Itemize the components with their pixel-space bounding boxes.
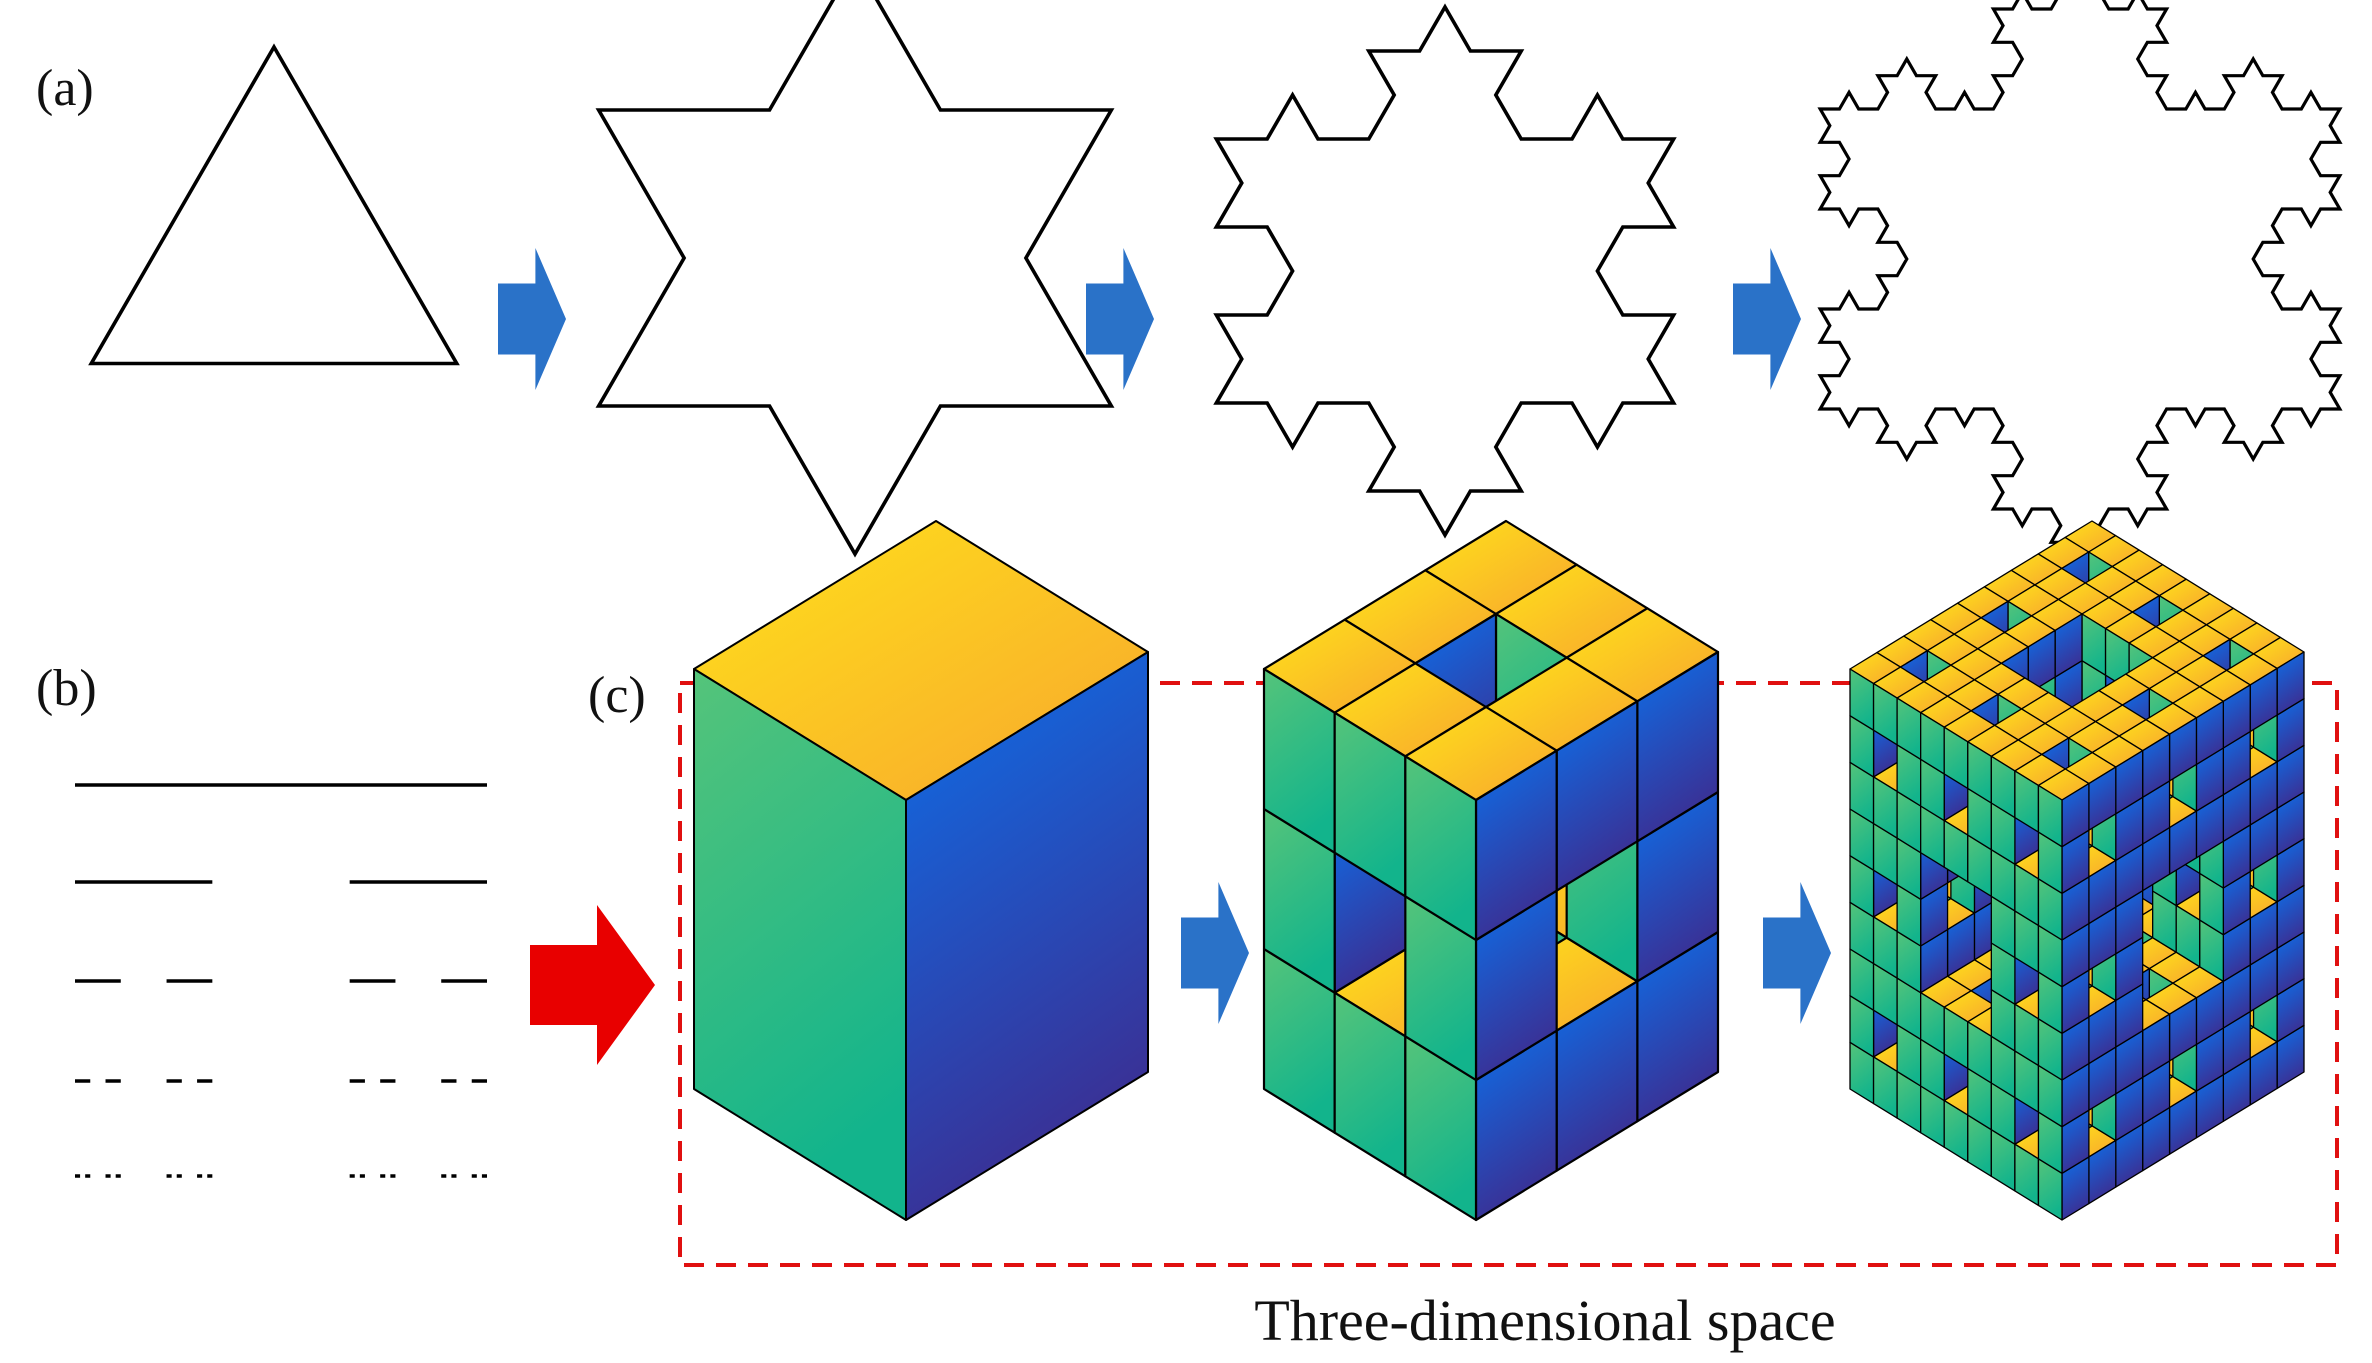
koch-iteration-2 bbox=[1213, 3, 1677, 539]
menger-sponge-sequence bbox=[693, 519, 2305, 1222]
koch-snowflake-sequence bbox=[88, 0, 2343, 563]
cube-face-left bbox=[693, 668, 907, 1221]
blue-arrow-icon bbox=[498, 248, 566, 390]
panel-c-caption: Three-dimensional space bbox=[1254, 1288, 1835, 1353]
koch-iteration-0 bbox=[88, 43, 460, 366]
panel-label-c: (c) bbox=[588, 667, 646, 724]
menger-arrows bbox=[1181, 882, 1831, 1024]
cantor-set bbox=[75, 783, 487, 1178]
menger-cube-level-2 bbox=[1849, 520, 2305, 1221]
blue-arrow-icon bbox=[1733, 248, 1801, 390]
panel-label-a: (a) bbox=[36, 60, 94, 117]
panel-label-b: (b) bbox=[36, 660, 97, 717]
koch-iteration-3 bbox=[1817, 0, 2343, 563]
menger-cube-level-1 bbox=[1262, 519, 1720, 1222]
blue-arrow-icon bbox=[1181, 882, 1249, 1024]
koch-arrows bbox=[498, 248, 1801, 390]
blue-arrow-icon bbox=[1763, 882, 1831, 1024]
cube-face-left bbox=[2037, 784, 2063, 848]
cube-face-left bbox=[1404, 755, 1478, 942]
koch-iteration-1 bbox=[595, 0, 1115, 558]
blue-arrow-icon bbox=[1086, 248, 1154, 390]
menger-cube-level-0 bbox=[693, 520, 1149, 1221]
red-arrow-icon bbox=[530, 905, 655, 1065]
